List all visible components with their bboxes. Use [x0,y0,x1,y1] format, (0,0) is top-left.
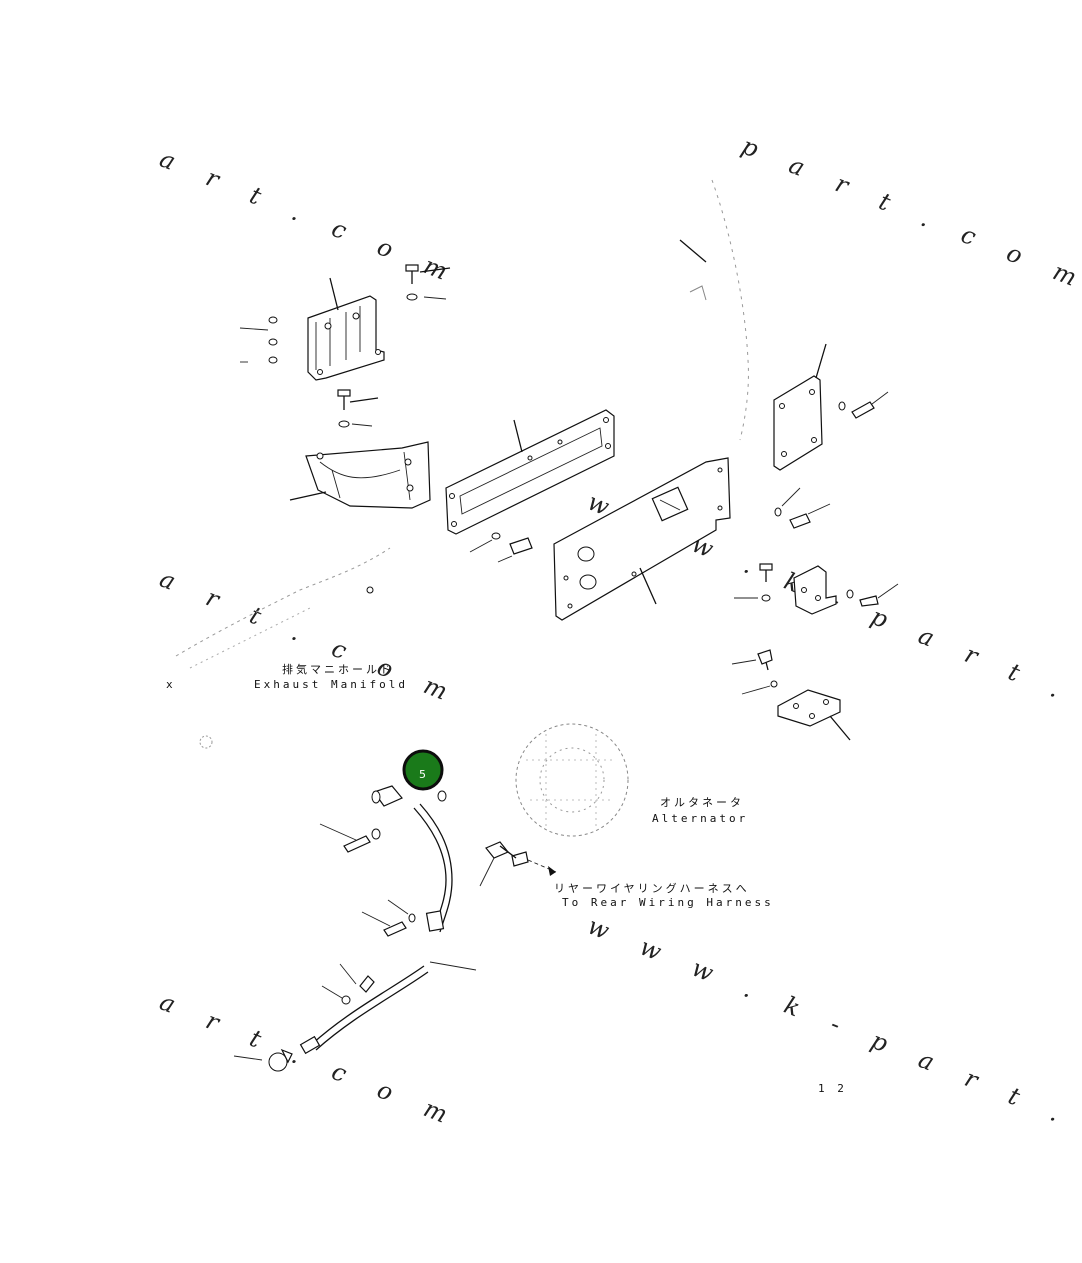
exhaust-manifold-label-en: Exhaust Manifold [254,678,408,691]
side-plate [773,343,889,529]
cover-plate [553,457,731,621]
alternator-label-jp: オルタネータ [660,796,744,809]
gasket-plate [445,409,615,563]
upper-bracket [307,277,385,381]
watermark-bottom-left: a r t . c o m [156,988,465,1134]
heat-shield [289,441,431,509]
harness-label-en: To Rear Wiring Harness [562,896,774,909]
exhaust-manifold-label-jp: 排気マニホールド [282,662,394,676]
harness-connector [479,841,557,887]
harness-label-jp: リヤーワイヤリングハーネスへ [554,881,750,895]
small-bracket [734,563,899,615]
mounting-plate [731,649,851,741]
upper-bolts [239,264,451,428]
alternator-sketch [515,723,629,837]
wiring-hose [233,785,477,1072]
exhaust-manifold-sketch [175,547,391,749]
hose-fasteners [319,823,416,1005]
watermark-bottom-right: w w w . k - p a r t . c o m [584,912,1082,1192]
callout-number: 5 [419,768,426,781]
small-x-mark: x [166,678,176,691]
watermark-top-right: p a r t . c o m [738,132,1082,297]
page-mark: 1 2 [818,1082,847,1095]
engine-outline-sketch [679,179,749,441]
alternator-label-en: Alternator [652,812,748,825]
callout-badge-5[interactable]: 5 [402,749,444,791]
callout-circle[interactable] [402,749,444,791]
